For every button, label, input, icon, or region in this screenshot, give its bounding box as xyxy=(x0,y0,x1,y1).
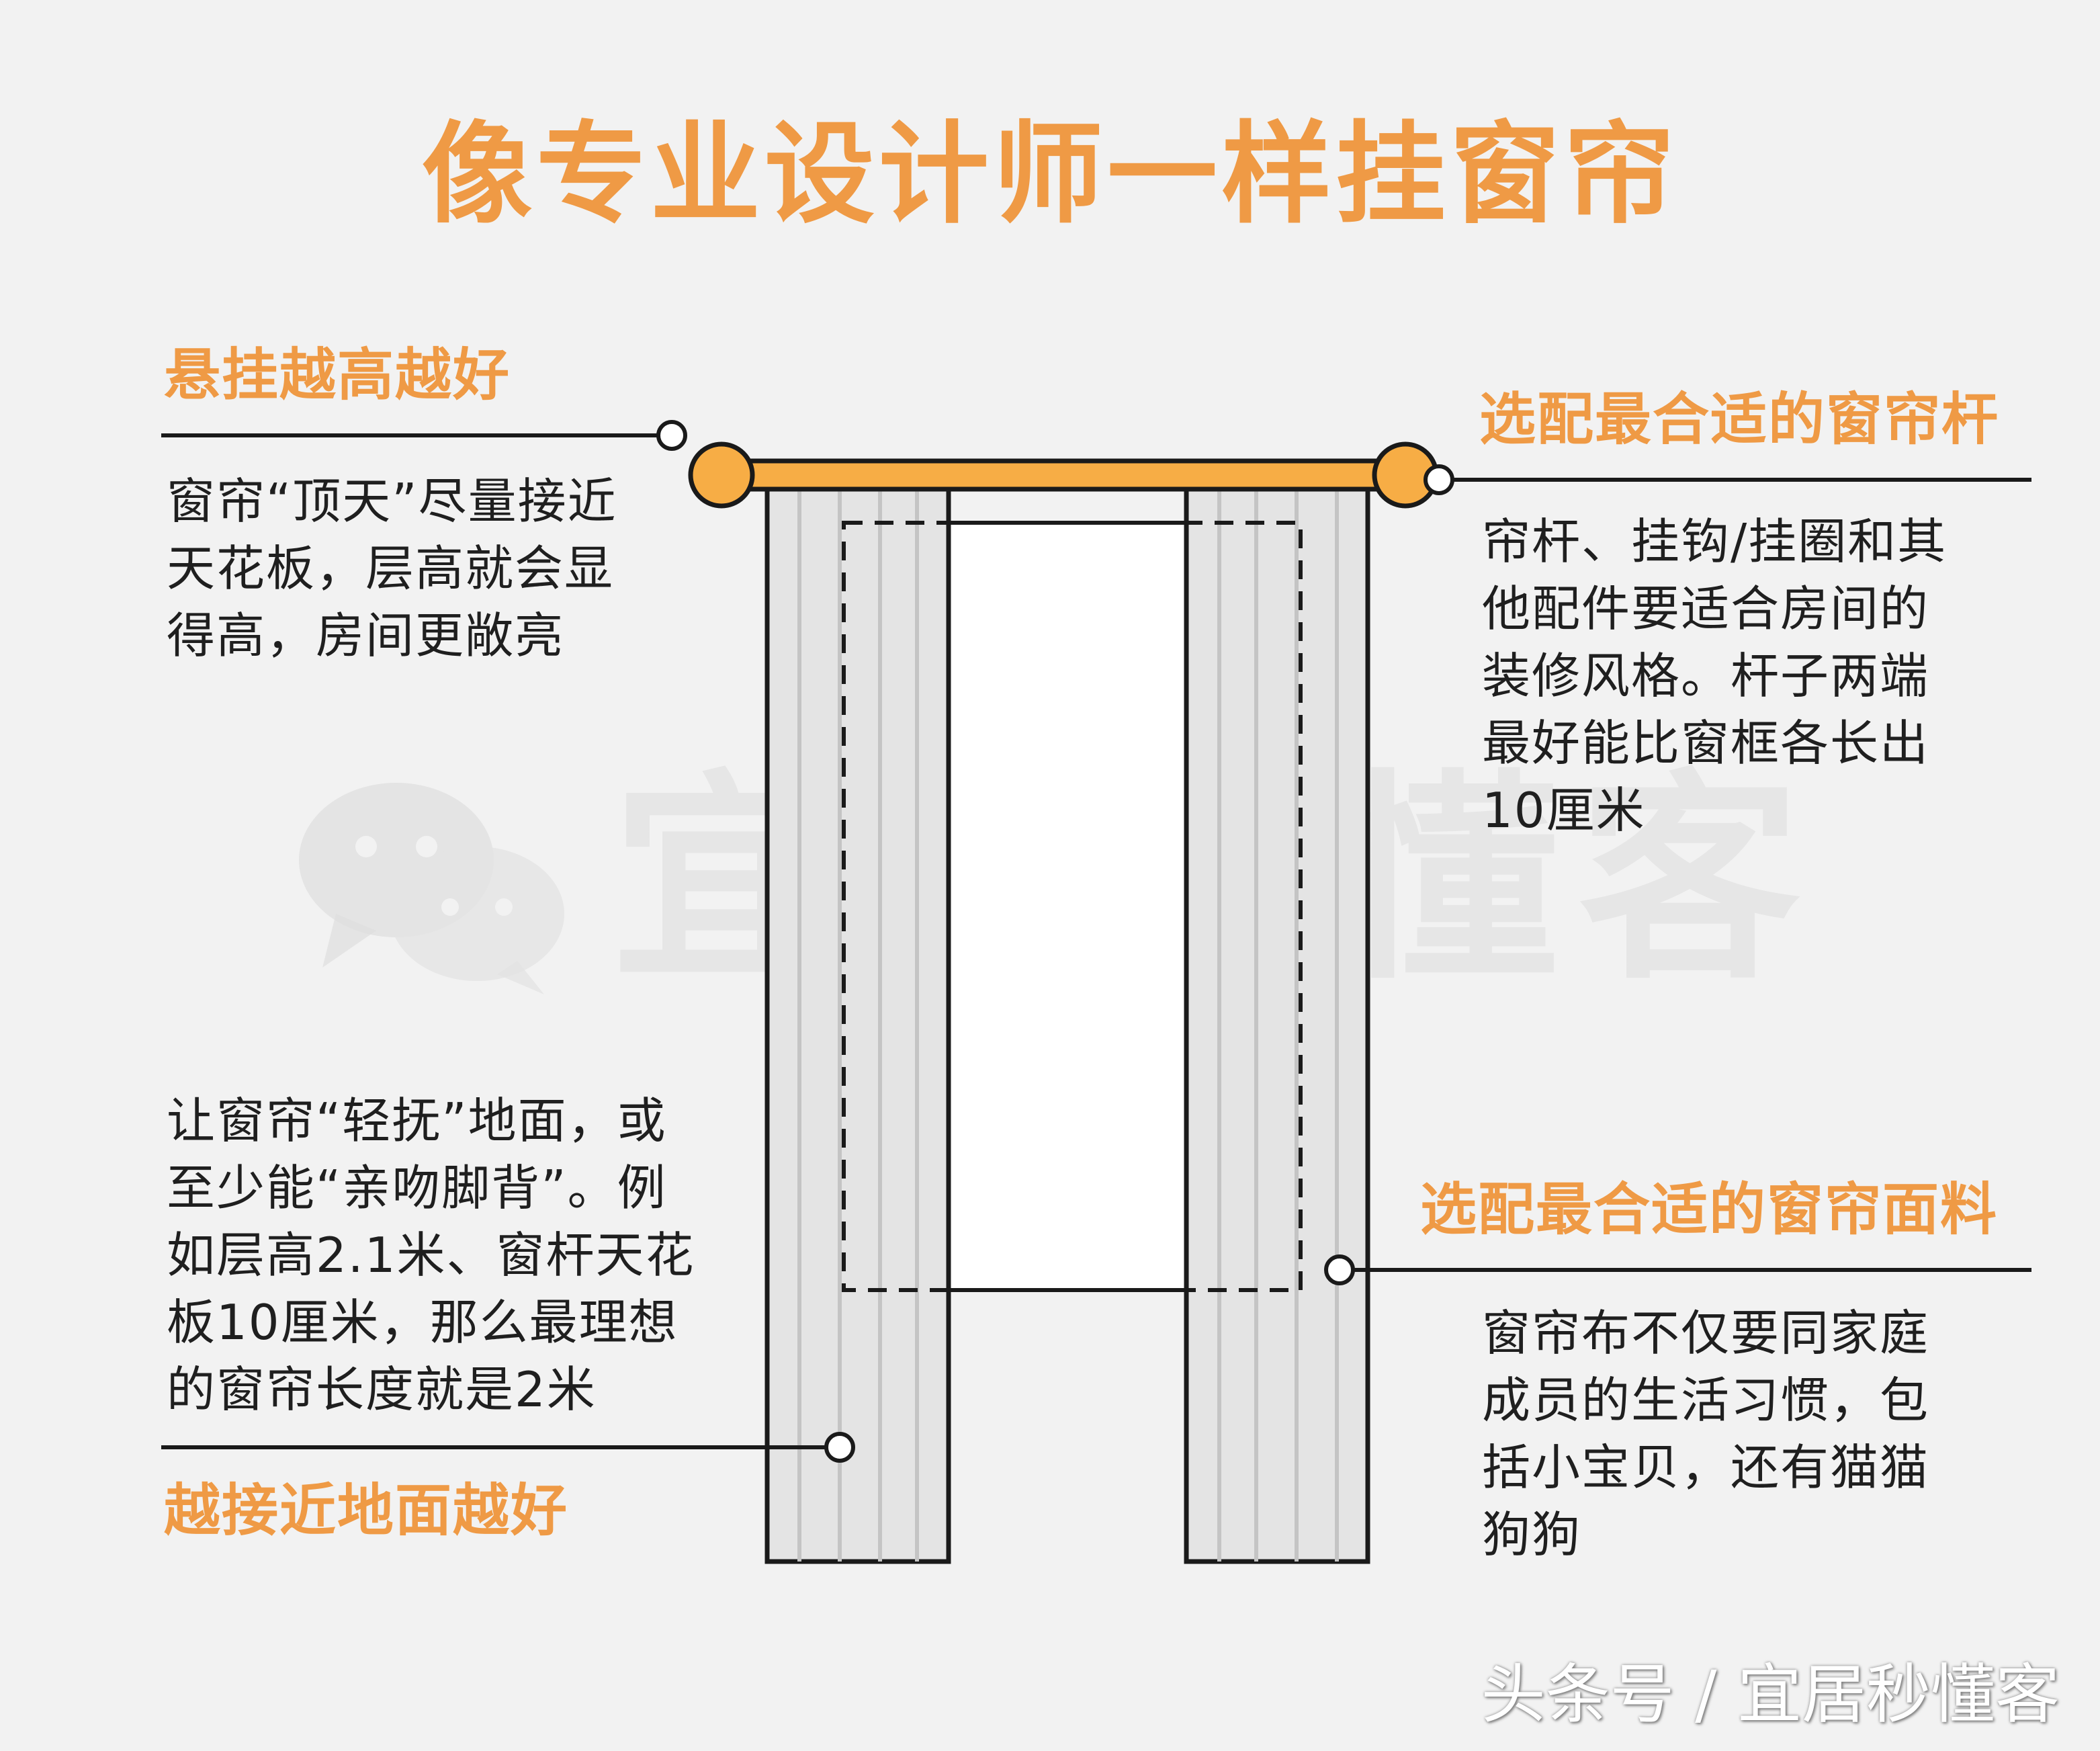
leader-dot-floor xyxy=(824,1432,855,1463)
text-line: 的窗帘长度就是2米 xyxy=(167,1361,597,1418)
text-line: 窗帘“顶天”尽量接近 xyxy=(167,473,617,529)
heading-fabric: 选配最合适的窗帘面料 xyxy=(1420,1177,1999,1242)
text-line: 如层高2.1米、窗杆天花 xyxy=(167,1227,695,1283)
text-rod: 帘杆、挂钩/挂圈和其 他配件要适合房间的 装修风格。杆子两端 最好能比窗框各长出… xyxy=(1482,508,1947,844)
text-fabric: 窗帘布不仅要同家庭 成员的生活习惯，包 括小宝贝，还有猫猫 狗狗 xyxy=(1482,1299,1929,1568)
rod-left-finial xyxy=(688,441,755,509)
text-line: 括小宝贝，还有猫猫 xyxy=(1482,1439,1930,1496)
footer-credit: 头条号 / 宜居秒懂客 xyxy=(1481,1657,2060,1732)
right-curtain-panel xyxy=(1184,481,1370,1564)
text-line: 窗帘布不仅要同家庭 xyxy=(1482,1305,1930,1361)
heading-floor: 越接近地面越好 xyxy=(164,1478,569,1543)
text-line: 10厘米 xyxy=(1482,782,1646,839)
left-curtain-panel xyxy=(764,481,951,1564)
text-line: 得高，房间更敞亮 xyxy=(167,607,565,664)
leader-dot-fabric xyxy=(1324,1254,1355,1285)
heading-hang-high: 悬挂越高越好 xyxy=(164,342,511,408)
text-line: 至少能“亲吻脚背”。例 xyxy=(167,1160,667,1216)
text-floor: 让窗帘“轻抚”地面，或 至少能“亲吻脚背”。例 如层高2.1米、窗杆天花 板10… xyxy=(167,1087,695,1423)
heading-rod: 选配最合适的窗帘杆 xyxy=(1479,386,2000,452)
text-line: 板10厘米，那么最理想 xyxy=(167,1294,679,1351)
text-line: 帘杆、挂钩/挂圈和其 xyxy=(1482,513,1948,570)
text-line: 装修风格。杆子两端 xyxy=(1482,648,1930,704)
text-line: 最好能比窗框各长出 xyxy=(1482,715,1930,771)
leader-dot-hang-high xyxy=(656,420,687,451)
text-line: 成员的生活习惯，包 xyxy=(1482,1372,1930,1428)
text-line: 他配件要适合房间的 xyxy=(1482,581,1930,637)
text-line: 天花板，层高就会显 xyxy=(167,540,615,597)
curtain-rod xyxy=(717,458,1412,492)
leader-dot-rod xyxy=(1424,464,1454,495)
text-line: 让窗帘“轻抚”地面，或 xyxy=(167,1093,667,1149)
text-line: 狗狗 xyxy=(1482,1506,1582,1563)
text-hang-high: 窗帘“顶天”尽量接近 天花板，层高就会显 得高，房间更敞亮 xyxy=(167,468,617,669)
window-opening xyxy=(949,523,1190,1290)
window-frame-dashed xyxy=(842,521,1303,1292)
wechat-watermark-icon xyxy=(299,783,564,994)
page-title: 像专业设计师一样挂窗帘 xyxy=(421,110,1678,239)
